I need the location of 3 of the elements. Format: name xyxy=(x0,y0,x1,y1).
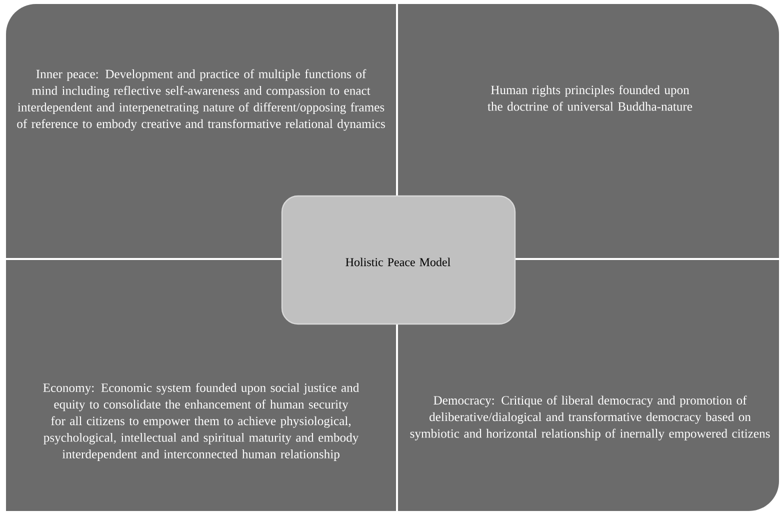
center-box: Holistic Peace Model xyxy=(281,195,516,325)
quadrant-panel: Human rights principles founded upon the doctrine of universal Buddha-nature xyxy=(398,4,779,258)
quadrant-panel: Inner peace: Development and practice of multiple functions of mind including reflective self-awareness and compassion to enact interdependent and interpenetrating nature of different/opposing frames of reference to embody creative and transformative relational dynamics xyxy=(6,4,396,258)
